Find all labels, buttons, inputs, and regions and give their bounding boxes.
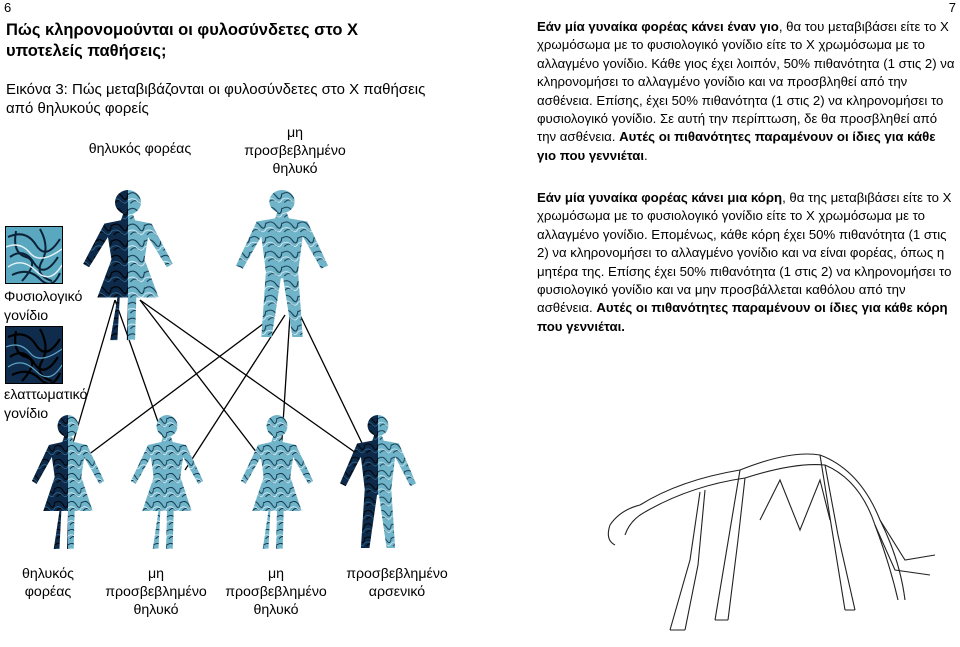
wire-horse-sculpture [607, 453, 936, 631]
label-line: προσβεβλημένο [346, 566, 448, 582]
line-mother-child4 [139, 299, 381, 471]
label-line: προσβεβλημένο [225, 584, 327, 600]
label-line: φορέας [24, 584, 72, 600]
label-line: θηλυκό [272, 161, 318, 177]
figure-caption: Εικόνα 3: Πώς μεταβιβάζονται οι φυλοσύνδ… [6, 81, 426, 117]
paragraph-daughter-body: , θα της μεταβιβάσει είτε το Χ χρωμόσωμα… [537, 190, 952, 316]
label-line: γονίδιο [4, 406, 49, 422]
label-line: θηλυκό [253, 602, 299, 618]
paragraph-daughter: Εάν μία γυναίκα φορέας κάνει μια κόρη, θ… [537, 189, 957, 336]
paragraph-son-body: , θα του μεταβιβάσει είτε το Χ χρωμόσωμα… [537, 19, 955, 145]
label-line: Φυσιολογικό [4, 289, 83, 305]
paragraph-son-intro: Εάν μία γυναίκα φορέας κάνει έναν γιο [537, 19, 779, 34]
page-title: Πώς κληρονομούνται οι φυλοσύνδετες στο Χ… [6, 21, 359, 60]
paragraph-son-conclusion: Αυτές οι πιθανότητες παραμένουν οι ίδιες… [537, 129, 936, 163]
label-line: θηλυκός [22, 566, 74, 582]
paragraph-daughter-intro: Εάν μία γυναίκα φορέας κάνει μια κόρη [537, 190, 783, 205]
label-child2: μη προσβεβλημένο θηλυκό [96, 565, 216, 619]
label-line: προσβεβλημένο [105, 584, 207, 600]
page-number-left: 6 [4, 0, 12, 15]
child2-unaffected-figure [130, 415, 204, 549]
child3-unaffected-figure [240, 415, 314, 549]
label-child3: μη προσβεβλημένο θηλυκό [216, 565, 336, 619]
label-line: θηλυκό [133, 602, 179, 618]
faulty-gene-swatch [5, 326, 63, 384]
label-line: αρσενικό [368, 584, 426, 600]
label-line: μη [147, 566, 165, 582]
label-line: μη [286, 125, 304, 141]
carrier-mother-figure [83, 190, 173, 341]
label-child4: προσβεβλημένο αρσενικό [336, 565, 458, 601]
label-normal-gene: Φυσιολογικό γονίδιο [4, 288, 82, 326]
label-unaffected-mother: μη προσβεβλημένο θηλυκό [225, 124, 365, 178]
paragraph-daughter-conclusion: Αυτές οι πιθανότητες παραμένουν οι ίδιες… [537, 300, 948, 334]
line-mother-child3 [139, 299, 271, 471]
line-father-child1 [67, 314, 276, 471]
pedigree-lines [64, 299, 381, 471]
line-father-child2 [184, 314, 286, 471]
paragraph-son: Εάν μία γυναίκα φορέας κάνει έναν γιο, θ… [537, 18, 957, 165]
label-faulty-gene: ελαττωματικό γονίδιο [4, 386, 87, 424]
label-line: γονίδιο [4, 308, 49, 324]
label-child1: θηλυκός φορέας [8, 565, 88, 601]
child1-carrier-figure [31, 415, 105, 549]
paragraph-son-end: . [644, 147, 648, 163]
child4-affected-figure [340, 415, 416, 548]
page-number-right: 7 [948, 0, 956, 15]
faulty-gene-pattern [6, 327, 62, 383]
label-line: ελαττωματικό [4, 387, 88, 403]
label-line: προσβεβλημένο [244, 143, 346, 159]
label-carrier-mother: θηλυκός φορέας [88, 141, 192, 157]
normal-gene-pattern [6, 227, 62, 283]
unaffected-mother-figure [236, 190, 328, 337]
label-line: μη [267, 566, 285, 582]
normal-gene-swatch [5, 226, 63, 284]
